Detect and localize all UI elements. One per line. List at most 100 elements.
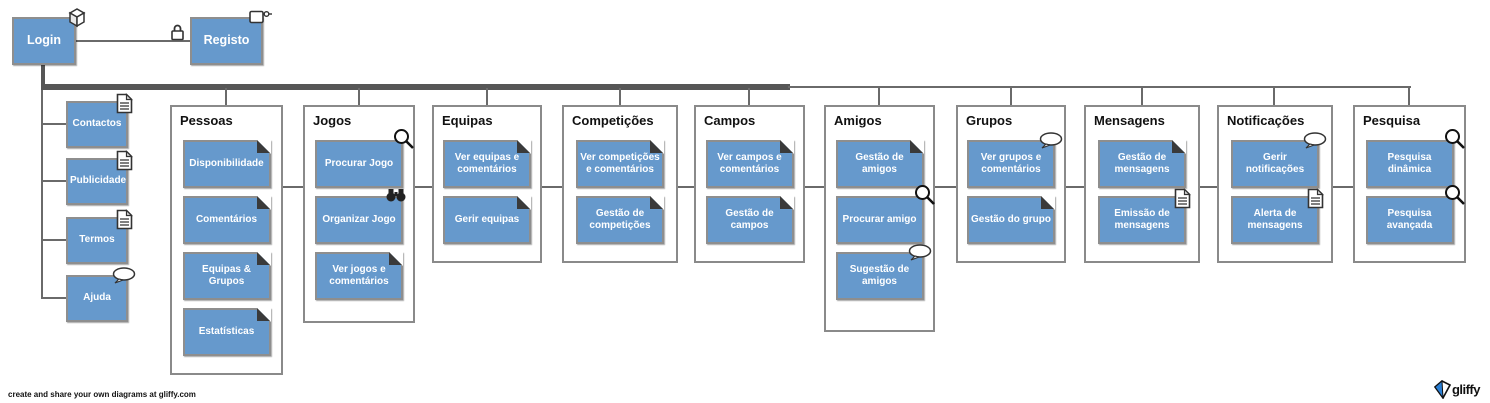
node-procurar-jogo[interactable]: Procurar Jogo bbox=[315, 129, 414, 188]
node-label: Termos bbox=[79, 234, 115, 246]
connector bbox=[1273, 88, 1275, 105]
node-gestao-campos[interactable]: Gestão de campos bbox=[705, 196, 794, 244]
folded-corner-icon bbox=[517, 196, 531, 210]
document-icon bbox=[116, 93, 133, 114]
binoculars-icon bbox=[385, 188, 407, 202]
node-emissao-mensagens[interactable]: Emissão de mensagens bbox=[1098, 188, 1191, 244]
node-estatisticas[interactable]: Estatísticas bbox=[182, 308, 271, 356]
node-label: Publicidade bbox=[70, 175, 127, 187]
node-alerta-mensagens[interactable]: Alerta de mensagens bbox=[1231, 188, 1324, 244]
node-ajuda[interactable]: Ajuda bbox=[66, 267, 136, 322]
node-label: Procurar amigo bbox=[842, 213, 917, 225]
node-comentarios[interactable]: Comentários bbox=[182, 196, 271, 244]
connector bbox=[41, 239, 66, 241]
node-login[interactable]: Login bbox=[12, 8, 86, 65]
connector bbox=[1010, 88, 1012, 105]
node-label: Disponibilidade bbox=[189, 157, 264, 169]
group-competicoes[interactable]: Competições Ver competições e comentário… bbox=[562, 105, 678, 263]
group-amigos[interactable]: Amigos Gestão de amigos Procurar amigo S… bbox=[824, 105, 935, 332]
node-label: Sugestão de amigos bbox=[849, 263, 910, 288]
connector bbox=[415, 186, 432, 188]
package-icon bbox=[63, 7, 87, 29]
magnifier-icon bbox=[1444, 184, 1466, 206]
node-ver-grupos-comentarios[interactable]: Ver grupos e comentários bbox=[967, 132, 1063, 188]
group-jogos[interactable]: Jogos Procurar Jogo Organizar Jogo Ver j… bbox=[303, 105, 415, 323]
node-label: Equipas & Grupos bbox=[202, 263, 251, 288]
node-ver-campos-comentarios[interactable]: Ver campos e comentários bbox=[705, 140, 794, 188]
group-title: Pesquisa bbox=[1363, 113, 1421, 128]
speech-bubble-icon bbox=[1039, 132, 1063, 149]
gliffy-credit-text: create and share your own diagrams at gl… bbox=[8, 390, 196, 399]
node-ver-competicoes-comentarios[interactable]: Ver competições e comentários bbox=[576, 140, 664, 188]
node-label: Organizar Jogo bbox=[322, 213, 396, 225]
connector bbox=[542, 186, 562, 188]
node-organizar-jogo[interactable]: Organizar Jogo bbox=[315, 189, 406, 244]
node-label: Ver grupos e comentários bbox=[980, 151, 1042, 176]
connector bbox=[41, 180, 66, 182]
node-label: Procurar Jogo bbox=[324, 157, 394, 169]
group-notificacoes[interactable]: Notificações Gerir notificações Alerta d… bbox=[1217, 105, 1333, 263]
node-gestao-amigos[interactable]: Gestão de amigos bbox=[835, 140, 924, 188]
lock-icon bbox=[170, 23, 185, 41]
group-grupos[interactable]: Grupos Ver grupos e comentários Gestão d… bbox=[956, 105, 1066, 263]
magnifier-icon bbox=[393, 128, 415, 150]
node-gerir-notificacoes[interactable]: Gerir notificações bbox=[1231, 132, 1327, 188]
node-disponibilidade[interactable]: Disponibilidade bbox=[182, 140, 271, 188]
group-pessoas[interactable]: Pessoas Disponibilidade Comentários Equi… bbox=[170, 105, 283, 375]
connector bbox=[619, 88, 621, 105]
connector bbox=[678, 186, 694, 188]
folded-corner-icon bbox=[650, 196, 664, 210]
node-termos[interactable]: Termos bbox=[66, 209, 133, 264]
connector bbox=[486, 88, 488, 105]
node-gerir-equipas[interactable]: Gerir equipas bbox=[443, 196, 531, 244]
node-label: Pesquisa avançada bbox=[1386, 207, 1433, 232]
group-title: Mensagens bbox=[1094, 113, 1165, 128]
group-title: Amigos bbox=[834, 113, 882, 128]
group-equipas[interactable]: Equipas Ver equipas e comentários Gerir … bbox=[432, 105, 542, 263]
node-procurar-amigo[interactable]: Procurar amigo bbox=[835, 185, 935, 244]
connector bbox=[41, 90, 43, 298]
node-equipas-grupos[interactable]: Equipas & Grupos bbox=[182, 252, 271, 300]
node-pesquisa-dinamica[interactable]: Pesquisa dinâmica bbox=[1365, 129, 1465, 188]
group-title: Campos bbox=[704, 113, 756, 128]
key-icon bbox=[249, 9, 273, 25]
document-icon bbox=[1307, 188, 1324, 209]
document-icon bbox=[116, 150, 133, 171]
folded-corner-icon bbox=[779, 196, 794, 210]
node-pesquisa-avancada[interactable]: Pesquisa avançada bbox=[1365, 185, 1465, 244]
folded-corner-icon bbox=[909, 140, 924, 154]
document-icon bbox=[116, 209, 133, 230]
group-title: Equipas bbox=[442, 113, 493, 128]
node-gestao-mensagens[interactable]: Gestão de mensagens bbox=[1098, 140, 1186, 188]
node-gestao-grupo[interactable]: Gestão do grupo bbox=[967, 196, 1055, 244]
folded-corner-icon bbox=[256, 252, 271, 266]
node-registo[interactable]: Registo bbox=[190, 10, 272, 65]
connector bbox=[805, 186, 824, 188]
node-contactos[interactable]: Contactos bbox=[66, 93, 133, 148]
group-campos[interactable]: Campos Ver campos e comentários Gestão d… bbox=[694, 105, 805, 263]
group-title: Notificações bbox=[1227, 113, 1305, 128]
connector bbox=[748, 88, 750, 105]
node-label: Gestão de mensagens bbox=[1114, 151, 1170, 176]
gliffy-logo: gliffy bbox=[1433, 379, 1481, 400]
node-label: Ver equipas e comentários bbox=[454, 151, 520, 176]
group-mensagens[interactable]: Mensagens Gestão de mensagens Emissão de… bbox=[1084, 105, 1200, 263]
connector bbox=[935, 186, 956, 188]
connector bbox=[1200, 186, 1217, 188]
connector bbox=[358, 88, 360, 105]
connector-trunk bbox=[41, 84, 790, 90]
group-pesquisa[interactable]: Pesquisa Pesquisa dinâmica Pesquisa avan… bbox=[1353, 105, 1466, 263]
node-sugestao-amigos[interactable]: Sugestão de amigos bbox=[835, 244, 931, 300]
speech-bubble-icon bbox=[1303, 132, 1327, 149]
node-gestao-competicoes[interactable]: Gestão de competições bbox=[576, 196, 664, 244]
node-label: Estatísticas bbox=[198, 325, 255, 337]
connector bbox=[878, 88, 880, 105]
group-title: Grupos bbox=[966, 113, 1013, 128]
folded-corner-icon bbox=[256, 140, 271, 154]
connector bbox=[1141, 88, 1143, 105]
connector bbox=[41, 297, 66, 299]
node-ver-equipas-comentarios[interactable]: Ver equipas e comentários bbox=[443, 140, 531, 188]
node-ver-jogos-comentarios[interactable]: Ver jogos e comentários bbox=[315, 252, 403, 300]
folded-corner-icon bbox=[1172, 140, 1186, 154]
node-publicidade[interactable]: Publicidade bbox=[66, 150, 133, 205]
